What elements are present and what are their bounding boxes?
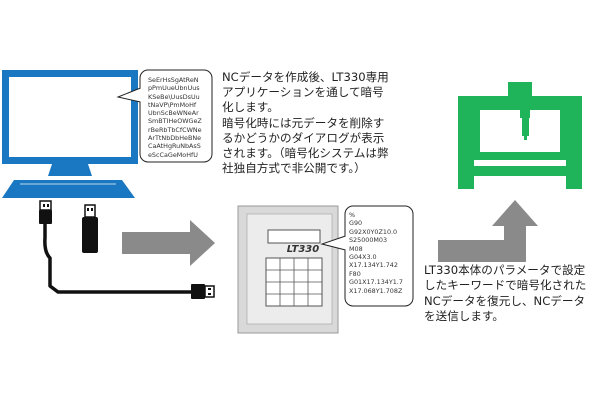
nc-line: G01X17.134Y1.7 [349, 278, 403, 287]
encrypted-line: SeErHsSgAtReN [148, 76, 199, 84]
description-line: LT330本体のパラメータで設定 [424, 263, 586, 277]
encrypted-line: CaAtHgRuNbAsS [148, 142, 201, 151]
description-line: 暗号化時には元データを削除す [222, 115, 385, 130]
description-line: 社独自方式で非公開です。） [222, 161, 366, 176]
nc-line: M08 [349, 244, 363, 253]
nc-line: G04X3.0 [349, 253, 377, 262]
description-line: NCデータを作成後、LT330専用 [222, 70, 389, 84]
nc-line: % [349, 211, 356, 219]
encrypted-line: eScCaGeMoHfU [148, 150, 198, 159]
encrypted-text-lines: SeErHsSgAtReN pPmUueUbnUus KSeBe\UusDsUu… [148, 76, 210, 159]
encrypted-line: KSeBe\UusDsUu [148, 92, 200, 101]
nc-line: G90 [349, 219, 363, 228]
device-label: LT330 [286, 244, 320, 255]
encrypted-line: rBeRbTbCfCWNe [148, 125, 202, 134]
description-line: を送信します。 [424, 309, 504, 324]
description-decrypt: LT330本体のパラメータで設定 したキーワードで暗号化された NCデータを復元… [424, 263, 596, 325]
description-line: したキーワードで暗号化された [424, 278, 587, 293]
nc-line: F80 [349, 269, 361, 278]
encrypted-line: ArTtNbDbHeBNe [148, 134, 202, 143]
description-line: されます。（暗号化システムは弊 [222, 146, 389, 161]
encrypted-line: tNaVP\PmMoHf [148, 100, 197, 109]
nc-line: S25000M03 [349, 236, 388, 245]
nc-data-lines: % G90 G92X0Y0Z10.0 S25000M03 M08 G04X3.0… [349, 211, 409, 295]
description-line: るかどうかのダイアログが表示 [222, 130, 385, 145]
description-line: アプリケーションを通して暗号 [222, 85, 384, 100]
encrypted-line: pPmUueUbnUus [148, 84, 200, 93]
nc-line: X17.134Y1.742 [349, 261, 398, 270]
description-line: 化します。 [222, 100, 279, 115]
nc-line: G92X0Y0Z10.0 [349, 227, 398, 236]
description-line: NCデータを復元し、NCデータ [424, 293, 586, 308]
nc-line: X17.068Y1.708Z [349, 286, 403, 295]
encrypted-line: SmBTIHeOWGeZ [148, 117, 202, 126]
description-encrypt: NCデータを作成後、LT330専用 アプリケーションを通して暗号 化します。 暗… [222, 70, 407, 176]
encrypted-line: UbnScBeWNeAr [148, 109, 199, 118]
